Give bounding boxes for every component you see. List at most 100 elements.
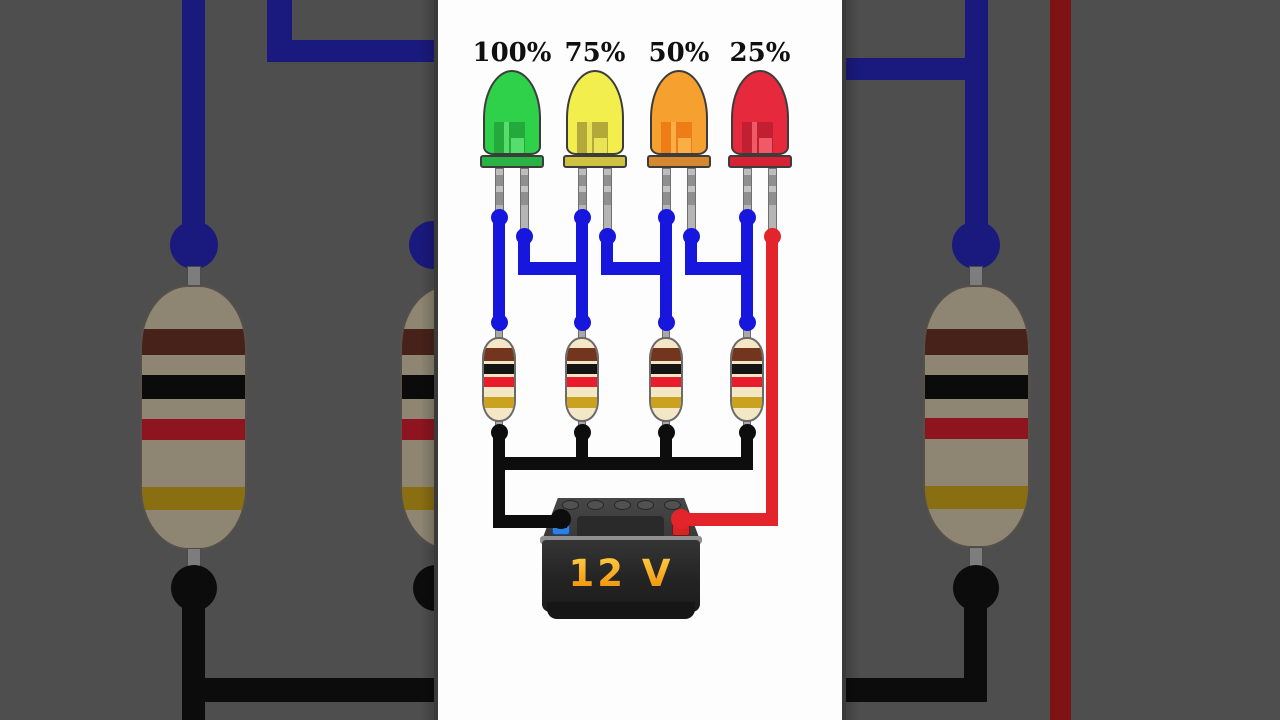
led-chip-notch <box>759 138 772 153</box>
junction-dot-blue <box>599 228 616 245</box>
led-flange <box>728 155 792 168</box>
led-leg-right <box>520 168 529 230</box>
led-chip-slit <box>504 122 509 153</box>
blurred-resistor-lead <box>969 547 983 567</box>
wire-black-vertical <box>493 433 505 528</box>
resistor <box>730 337 764 422</box>
resistor-band-gold <box>142 487 245 510</box>
led-leg-left <box>495 168 504 214</box>
resistor-band-brown <box>484 348 514 361</box>
junction-dot-red <box>764 228 781 245</box>
circuit-diagram: 100% 75% 50% <box>438 0 842 720</box>
blurred-junction-dot-blue <box>952 221 1000 269</box>
led-yellow: 75% <box>563 38 627 238</box>
wire-blue-horizontal <box>601 262 672 275</box>
side-panel-left <box>0 0 438 720</box>
led-chip-slit <box>671 122 676 153</box>
resistor-band-brown <box>732 348 762 361</box>
wire-black-bus <box>493 457 753 470</box>
blurred-navy-wire-vertical <box>182 0 205 246</box>
led-leg-left <box>578 168 587 214</box>
panel-edge-shade <box>842 0 860 720</box>
resistor-band-gold <box>651 397 681 408</box>
resistor-band-brown <box>402 329 438 355</box>
led-green: 100% <box>473 38 551 238</box>
junction-dot-blue <box>491 209 508 226</box>
battery-cell-cap <box>664 500 681 510</box>
junction-dot-blue <box>574 209 591 226</box>
resistor-band-gold <box>567 397 597 408</box>
battery-body <box>542 540 700 612</box>
junction-dot-blue <box>739 314 756 331</box>
blurred-navy-wire-horizontal <box>842 58 988 80</box>
resistor-band-red <box>142 419 245 440</box>
resistor-band-brown <box>567 348 597 361</box>
resistor-band-brown <box>925 329 1028 355</box>
battery-terminal-negative <box>551 509 571 529</box>
led-chip-notch <box>594 138 607 153</box>
blurred-resistor-lead <box>187 266 201 287</box>
junction-dot-blue <box>574 314 591 331</box>
resistor-band-black <box>402 375 438 399</box>
battery-voltage-label: 12 V <box>542 552 700 595</box>
battery-cell-cap <box>614 500 631 510</box>
resistor-band-black <box>484 364 514 374</box>
wire-red-horizontal <box>681 513 778 526</box>
wire-blue-horizontal <box>685 262 753 275</box>
wire-red-vertical <box>766 237 778 526</box>
battery-terminal-positive <box>671 509 691 529</box>
resistor-band-red <box>651 377 681 387</box>
led-chip-slit <box>752 122 757 153</box>
resistor-band-brown <box>651 348 681 361</box>
junction-dot-black <box>739 424 756 441</box>
junction-dot-blue <box>516 228 533 245</box>
battery-handle-recess <box>577 516 664 538</box>
junction-dot-blue <box>739 209 756 226</box>
led-flange <box>563 155 627 168</box>
led-leg-left <box>662 168 671 214</box>
resistor-band-gold <box>484 397 514 408</box>
blurred-black-wire-horizontal <box>842 678 987 702</box>
led-dome <box>566 70 624 155</box>
junction-dot-black <box>658 424 675 441</box>
battery-cell-cap <box>562 500 579 510</box>
brightness-label: 25% <box>729 38 791 68</box>
led-chip-slit <box>587 122 592 153</box>
led-red: 25% <box>728 38 792 238</box>
junction-dot-black <box>491 424 508 441</box>
battery-cell-cap <box>637 500 654 510</box>
junction-dot-blue <box>491 314 508 331</box>
side-panel-right <box>842 0 1280 720</box>
resistor-band-black <box>142 375 245 399</box>
resistor-band-red <box>567 377 597 387</box>
battery-cell-cap <box>587 500 604 510</box>
wire-black-horizontal <box>493 515 567 528</box>
blurred-red-wire-vertical <box>1050 0 1071 720</box>
blurred-navy-wire-vertical <box>965 0 988 246</box>
resistor-band-black <box>925 375 1028 399</box>
blurred-black-wire-horizontal <box>193 678 438 702</box>
led-flange <box>480 155 544 168</box>
resistor-band-red <box>484 377 514 387</box>
blurred-resistor-lead <box>969 266 983 287</box>
junction-dot-blue <box>658 209 675 226</box>
wire-blue-horizontal <box>518 262 588 275</box>
blurred-resistor <box>140 285 247 550</box>
blurred-resistor-partial <box>400 285 438 550</box>
resistor <box>565 337 599 422</box>
strip-border-right <box>842 0 846 720</box>
battery-base <box>547 602 695 619</box>
brightness-label: 100% <box>472 38 552 68</box>
blurred-resistor <box>923 285 1030 548</box>
blurred-junction-dot-blue <box>170 221 218 269</box>
resistor-band-gold <box>732 397 762 408</box>
resistor-band-gold <box>402 487 438 510</box>
resistor-band-red <box>402 419 438 440</box>
resistor-band-black <box>567 364 597 374</box>
resistor <box>649 337 683 422</box>
brightness-label: 75% <box>564 38 626 68</box>
led-chip-notch <box>678 138 691 153</box>
junction-dot-blue <box>658 314 675 331</box>
wire-blue-vertical <box>493 218 505 324</box>
led-leg-right <box>603 168 612 230</box>
